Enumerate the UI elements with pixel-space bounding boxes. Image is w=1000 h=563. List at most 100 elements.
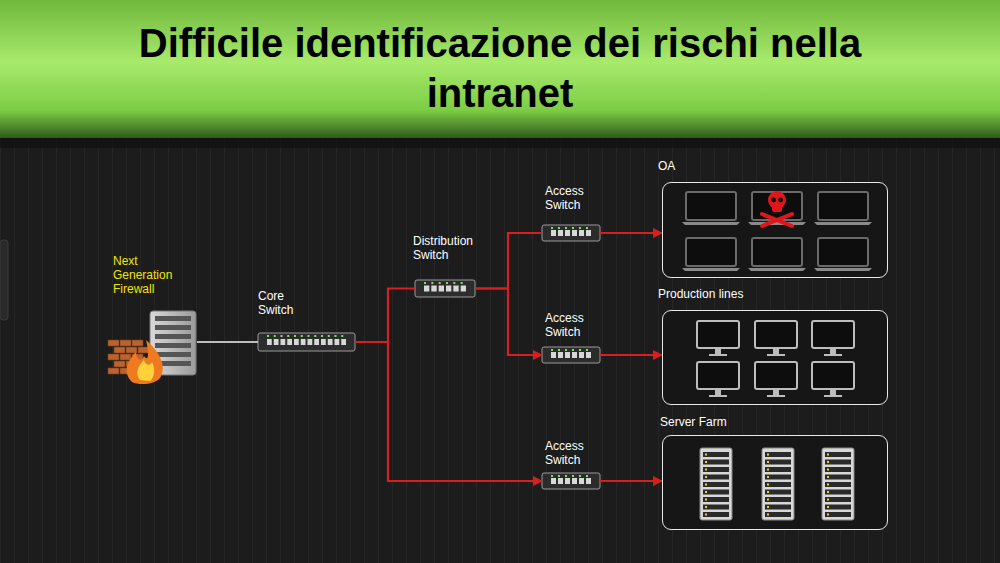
switch-led [424, 282, 426, 284]
switch-port [461, 286, 466, 292]
switch-port [586, 478, 591, 484]
switch-led [341, 335, 343, 337]
rack-led [767, 454, 769, 456]
brick [138, 347, 149, 353]
switch-led [294, 335, 296, 337]
firewall-node: Next Generation Firewall [113, 254, 197, 376]
switch-led [572, 349, 574, 351]
node-label: Access Switch [545, 311, 595, 339]
flame-core [137, 360, 154, 381]
switch-case [258, 333, 355, 351]
switch-led [579, 349, 581, 351]
device-area [542, 347, 600, 363]
switch-port [446, 286, 451, 292]
rack-led [705, 506, 707, 508]
switch-led [274, 335, 276, 337]
rack-unit [765, 505, 791, 510]
network-link [475, 289, 542, 356]
switch-node: Access Switch [542, 184, 600, 241]
monitor-icon [755, 362, 797, 397]
monitor-icon [697, 321, 739, 356]
group-box [662, 310, 888, 405]
network-link [600, 354, 662, 356]
rack-unit [703, 460, 729, 465]
rack-unit [825, 490, 851, 495]
switch-led [335, 335, 337, 337]
switch-led [301, 335, 303, 337]
server-rack [700, 448, 732, 520]
switch-led [565, 227, 567, 229]
node-label: Core Switch [258, 289, 308, 317]
rack-unit [825, 475, 851, 480]
switch-port [551, 478, 556, 484]
server-slot [155, 352, 191, 357]
rack-led [767, 514, 769, 516]
switch-port [579, 230, 584, 236]
laptop-base [682, 268, 740, 271]
rack-unit [703, 482, 729, 487]
laptop-icon [748, 238, 806, 271]
monitor-stand [709, 395, 727, 397]
switch-icon [542, 347, 600, 363]
switch-port [321, 339, 326, 345]
switch-led [431, 282, 433, 284]
switch-port [565, 478, 570, 484]
group-fill [662, 182, 888, 278]
server-slot [155, 316, 191, 321]
flame [127, 340, 163, 384]
switch-led [586, 349, 588, 351]
switch-icon [415, 280, 475, 297]
server-slot [155, 325, 191, 330]
laptop-icon [682, 238, 740, 271]
switch-led [579, 227, 581, 229]
device-area [258, 333, 355, 351]
node-label: Access Switch [545, 439, 595, 467]
rack-led [705, 514, 707, 516]
skull-eye [771, 198, 776, 203]
rack-led [827, 454, 829, 456]
switch-led [565, 475, 567, 477]
device-area [415, 280, 475, 297]
monitor-screen [755, 321, 797, 348]
switch-led [558, 349, 560, 351]
rack-case [700, 448, 732, 520]
network-link [475, 233, 542, 289]
rack-unit [825, 497, 851, 502]
switch-port [572, 352, 577, 358]
rack-led [767, 506, 769, 508]
brick [114, 361, 125, 367]
monitor-icon [755, 321, 797, 356]
monitor-neck [715, 349, 721, 354]
switch-led [586, 227, 588, 229]
rack-led [705, 499, 707, 501]
rack-led [827, 476, 829, 478]
rack-led [827, 499, 829, 501]
node-label: Next Generation Firewall [113, 254, 183, 296]
laptop-screen [818, 238, 868, 266]
network-link [600, 480, 662, 482]
group-box [662, 182, 888, 278]
laptop-screen [752, 238, 802, 266]
rack-led [705, 476, 707, 478]
switch-icon [542, 225, 600, 241]
server-slot [155, 334, 191, 339]
device-area [542, 225, 600, 241]
switch-port [586, 230, 591, 236]
switch-port [586, 352, 591, 358]
server-rack [762, 448, 794, 520]
monitor-screen [697, 362, 739, 389]
monitor-icon [697, 362, 739, 397]
monitor-screen [697, 321, 739, 348]
laptop-screen [686, 238, 736, 266]
switch-led [308, 335, 310, 337]
switch-port [579, 478, 584, 484]
node-label: OA [658, 159, 808, 173]
switch-led [551, 475, 553, 477]
rack-unit [825, 452, 851, 457]
rack-led [767, 484, 769, 486]
laptop-icon [814, 238, 872, 271]
switch-icon [542, 473, 600, 489]
rack-unit [703, 467, 729, 472]
server-rack [822, 448, 854, 520]
